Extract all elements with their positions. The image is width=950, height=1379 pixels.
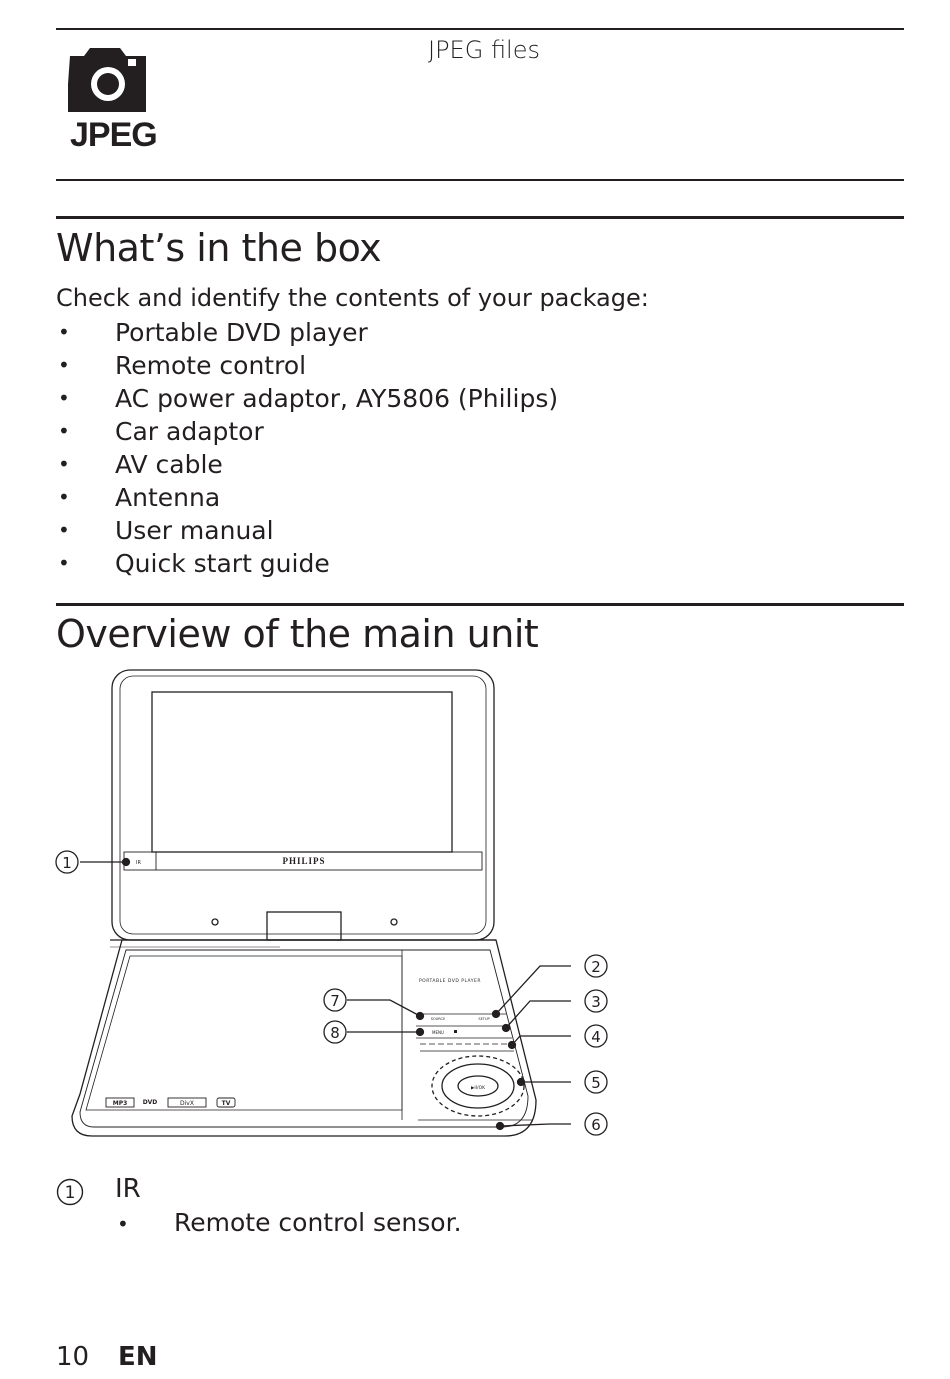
source-button-label: SOURCE	[431, 1017, 445, 1021]
callout-7: 7	[330, 992, 340, 1010]
ir-label: IR	[136, 860, 141, 866]
page-number: 10	[56, 1342, 90, 1372]
callout-1: 1	[62, 854, 72, 872]
language-code: EN	[118, 1342, 158, 1372]
callout-3: 3	[591, 993, 601, 1011]
ok-button-label: ▶II/OK	[471, 1085, 486, 1091]
section-rule	[56, 216, 904, 219]
callout-4: 4	[591, 1028, 601, 1046]
camera-icon	[68, 48, 146, 112]
deck-label: PORTABLE DVD PLAYER	[419, 978, 481, 984]
callout-5: 5	[591, 1074, 601, 1092]
legend-number: 1	[65, 1183, 76, 1203]
list-item: Remote control	[56, 349, 558, 382]
format-bottom-rule	[56, 179, 904, 181]
section-title-overview: Overview of the main unit	[56, 612, 539, 656]
list-item: Portable DVD player	[56, 316, 558, 349]
legend-title: IR	[115, 1174, 141, 1204]
brand-label: PHILIPS	[282, 856, 325, 866]
list-item: User manual	[56, 514, 558, 547]
setup-button-label: SETUP	[478, 1017, 489, 1021]
dvd-player-diagram: IR PHILIPS PORTABLE DVD PLAYER SOURCE SE…	[55, 669, 608, 1137]
logo-dvd: DVD	[143, 1099, 158, 1106]
legend-number-badge: 1	[56, 1178, 84, 1206]
section-title-box: What’s in the box	[56, 226, 382, 270]
legend-description: Remote control sensor.	[115, 1208, 462, 1237]
logo-divx: DivX	[180, 1100, 194, 1107]
section-rule	[56, 603, 904, 606]
logo-tv: TV	[222, 1100, 231, 1107]
box-contents-list: Portable DVD player Remote control AC po…	[56, 316, 558, 580]
list-item: Car adaptor	[56, 415, 558, 448]
callout-8: 8	[330, 1024, 340, 1042]
format-description: JPEG files	[428, 36, 540, 64]
box-intro: Check and identify the contents of your …	[56, 284, 649, 312]
format-label: JPEG	[70, 116, 158, 154]
logo-mp3: MP3	[113, 1100, 128, 1107]
list-item: AV cable	[56, 448, 558, 481]
callout-6: 6	[591, 1116, 601, 1134]
list-item: Antenna	[56, 481, 558, 514]
list-item: Quick start guide	[56, 547, 558, 580]
top-rule	[56, 28, 904, 30]
list-item: AC power adaptor, AY5806 (Philips)	[56, 382, 558, 415]
callout-2: 2	[591, 958, 601, 976]
menu-button-label: MENU	[432, 1030, 444, 1035]
